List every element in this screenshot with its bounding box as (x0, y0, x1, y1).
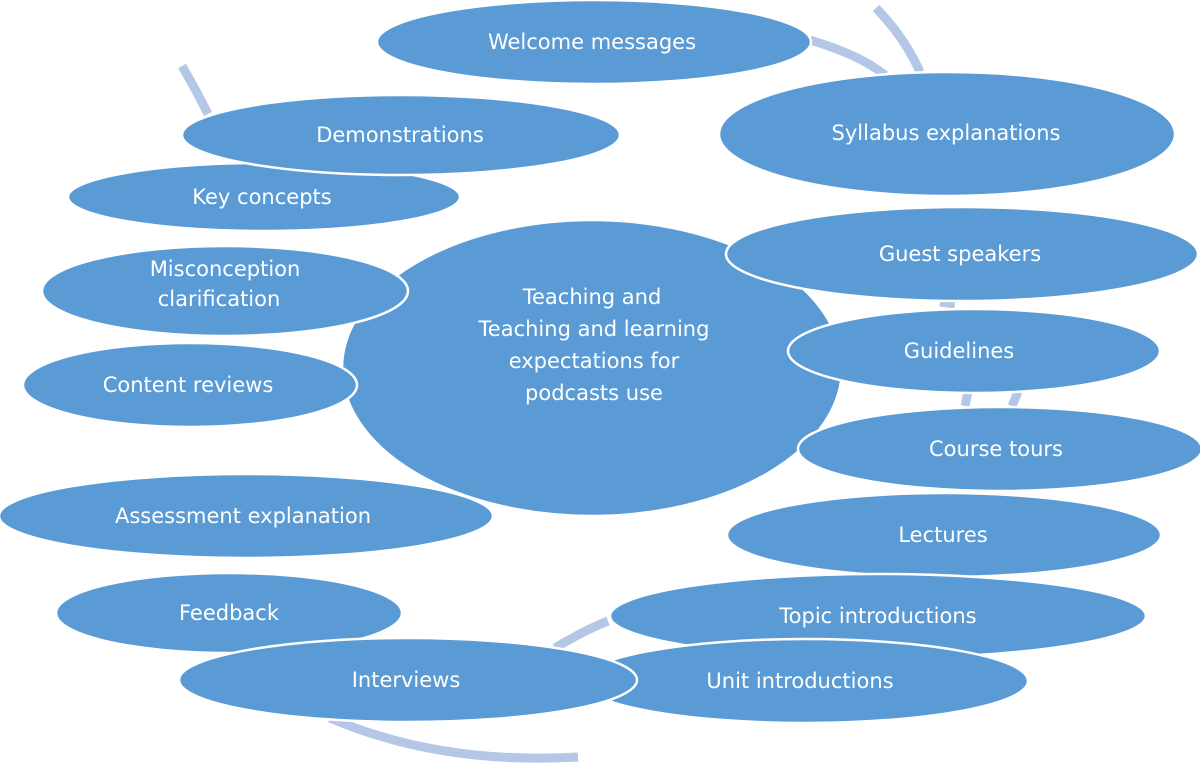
node-syllabus-explanations: Syllabus explanations (717, 70, 1177, 198)
arc-right-middle-b (960, 391, 973, 407)
node-guidelines: Guidelines (786, 307, 1162, 395)
node-misconception-clarification-line-2: clarification (158, 287, 281, 311)
center-line-2: Teaching and learning (478, 317, 710, 341)
node-lectures-label: Lectures (898, 523, 987, 547)
arc-bottom-middle (552, 616, 610, 652)
center-line-1: Teaching and (522, 285, 662, 309)
node-feedback-label: Feedback (179, 601, 280, 625)
node-key-concepts-label: Key concepts (192, 185, 331, 209)
node-misconception-clarification-line-1: Misconception (150, 257, 301, 281)
node-guest-speakers-label: Guest speakers (879, 242, 1041, 266)
node-assessment-explanation-label: Assessment explanation (115, 504, 371, 528)
node-course-tours-label: Course tours (929, 437, 1063, 461)
node-content-reviews: Content reviews (21, 341, 359, 429)
node-welcome-messages-label: Welcome messages (488, 30, 696, 54)
node-content-reviews-label: Content reviews (103, 373, 274, 397)
node-demonstrations: Demonstrations (180, 93, 622, 177)
node-demonstrations-ellipse (180, 93, 622, 177)
arc-right-middle-a (939, 297, 956, 309)
node-lectures: Lectures (725, 491, 1163, 579)
node-welcome-messages: Welcome messages (375, 0, 813, 86)
node-course-tours-ellipse (796, 405, 1200, 493)
node-course-tours: Course tours (796, 405, 1200, 493)
center-node: Teaching and Teaching and learning expec… (340, 218, 844, 518)
node-interviews: Interviews (177, 636, 639, 724)
node-interviews-ellipse (177, 636, 639, 724)
node-unit-introductions-label: Unit introductions (706, 669, 893, 693)
node-topic-introductions: Topic introductions (608, 572, 1148, 660)
arc-right-middle-c (1007, 390, 1023, 408)
node-syllabus-explanations-label: Syllabus explanations (832, 121, 1061, 145)
node-demonstrations-label: Demonstrations (316, 123, 484, 147)
node-guidelines-ellipse (786, 307, 1162, 395)
arc-top-left (178, 63, 213, 117)
node-interviews-label: Interviews (352, 668, 461, 692)
node-misconception-clarification-ellipse (40, 244, 410, 338)
node-key-concepts: Key concepts (66, 161, 462, 233)
node-guest-speakers: Guest speakers (724, 205, 1200, 303)
node-syllabus-explanations-ellipse (717, 70, 1177, 198)
node-guidelines-label: Guidelines (904, 339, 1015, 363)
node-unit-introductions: Unit introductions (580, 637, 1030, 725)
node-guest-speakers-ellipse (724, 205, 1200, 303)
node-misconception-clarification: Misconception clarification (40, 244, 410, 338)
cycle-arcs (178, 4, 1023, 763)
node-topic-introductions-label: Topic introductions (778, 604, 976, 628)
node-content-reviews-ellipse (21, 341, 359, 429)
arc-top-right-upper (872, 4, 925, 74)
center-line-4: podcasts use (525, 381, 663, 405)
arc-top-right (808, 35, 888, 79)
node-feedback: Feedback (54, 571, 404, 655)
arc-bottom (328, 713, 579, 763)
node-assessment-explanation: Assessment explanation (0, 472, 495, 560)
center-line-3: expectations for (509, 349, 680, 373)
node-assessment-explanation-ellipse (0, 472, 495, 560)
node-welcome-messages-ellipse (375, 0, 813, 86)
